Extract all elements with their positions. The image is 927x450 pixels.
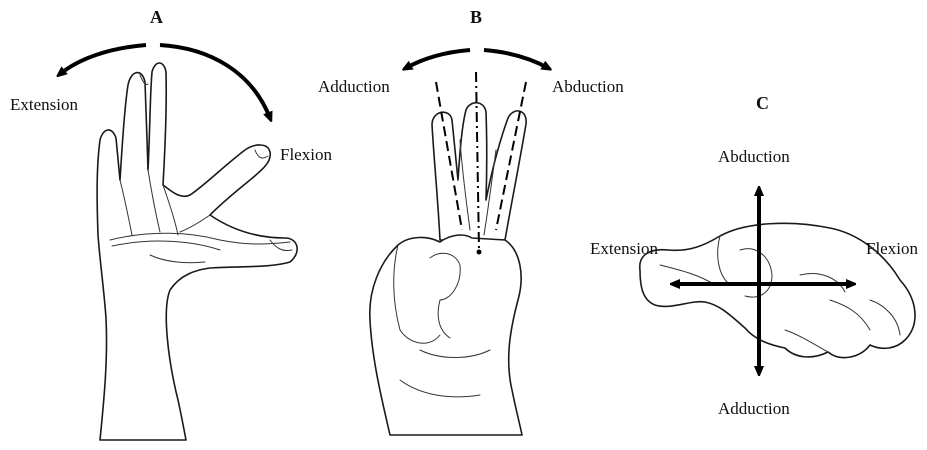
panel-b-abduction-label: Abduction	[552, 78, 624, 95]
panel-a-letter: A	[150, 8, 163, 26]
panel-c-illustration	[640, 190, 915, 372]
panel-c-letter: C	[756, 94, 769, 112]
panel-a-hand	[97, 63, 297, 440]
panel-c-extension-label: Extension	[590, 240, 658, 257]
panel-b-illustration	[370, 50, 548, 435]
panel-c-flexion-label: Flexion	[866, 240, 918, 257]
panel-a-flexion-label: Flexion	[280, 146, 332, 163]
panel-b-motion-arc	[406, 50, 470, 68]
panel-c-adduction-label: Adduction	[718, 400, 790, 417]
panel-a-motion-arc	[60, 45, 146, 74]
panel-b-adduction-label: Adduction	[318, 78, 390, 95]
panel-b-letter: B	[470, 8, 482, 26]
panel-a-illustration	[60, 45, 297, 440]
panel-a-extension-label: Extension	[10, 96, 78, 113]
panel-c-abduction-label: Abduction	[718, 148, 790, 165]
